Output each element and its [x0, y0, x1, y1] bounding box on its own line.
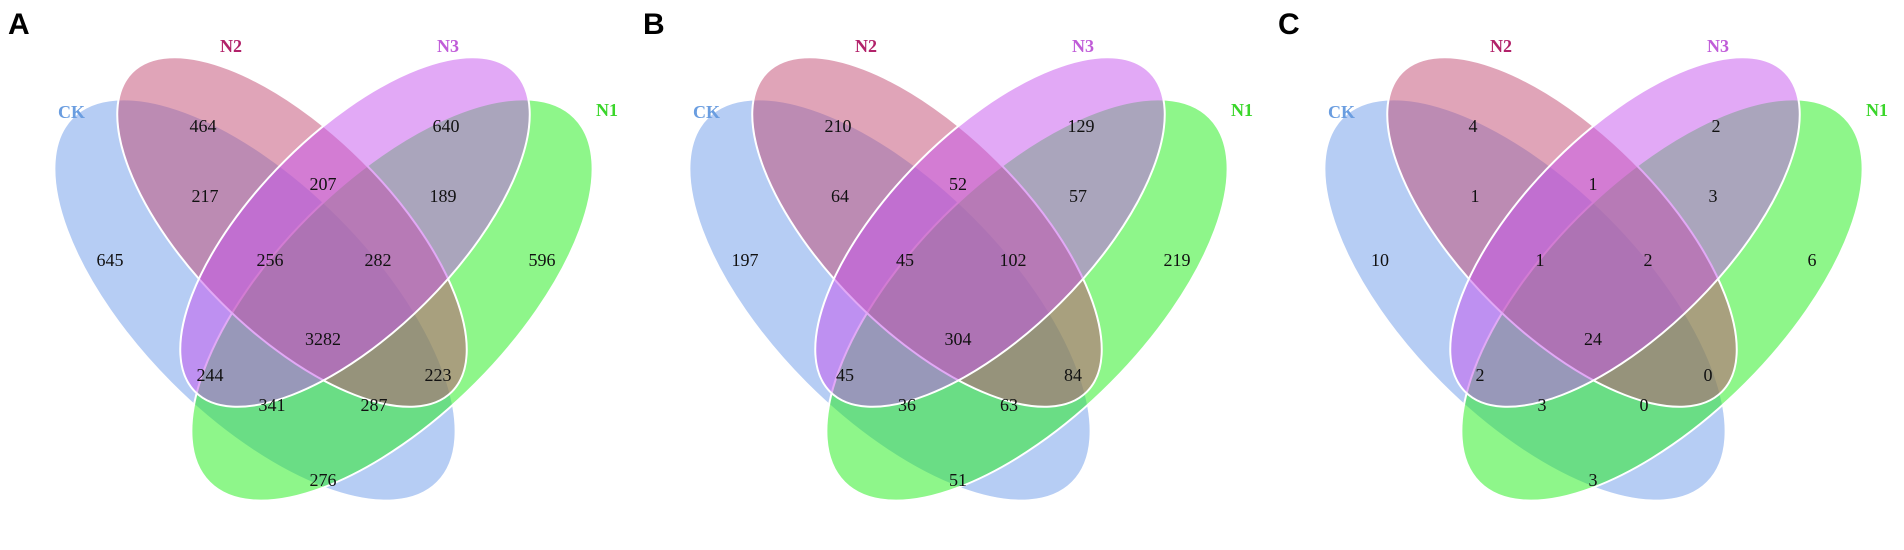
region-n2-n1: 0	[1704, 365, 1713, 385]
set-label-ck: CK	[58, 102, 85, 122]
region-ck-only: 10	[1371, 250, 1389, 270]
region-ck-n3-n1: 3	[1538, 395, 1547, 415]
region-ck-n3: 45	[836, 365, 854, 385]
venn-panel-b: CK N2 N3 N1 197 210 129 219 64 52 57 45 …	[635, 0, 1269, 550]
region-ck-n2-n3: 1	[1536, 250, 1545, 270]
set-label-n3: N3	[1072, 36, 1094, 56]
region-n2-n1: 84	[1064, 365, 1082, 385]
ellipse-n3	[179, 56, 531, 408]
region-ck-only: 645	[97, 250, 124, 270]
region-n1-only: 596	[529, 250, 556, 270]
region-n1-only: 6	[1808, 250, 1817, 270]
region-n2-only: 4	[1469, 116, 1478, 136]
region-all-four: 3282	[305, 329, 341, 349]
region-ck-n2-n3: 45	[896, 250, 914, 270]
region-n3-only: 129	[1068, 116, 1095, 136]
region-ck-n2: 64	[831, 186, 849, 206]
region-ck-n3-n1: 341	[259, 395, 286, 415]
region-ck-n2-n1: 63	[1000, 395, 1018, 415]
set-label-n1: N1	[1866, 100, 1888, 120]
region-n2-n1: 223	[425, 365, 452, 385]
region-ck-only: 197	[732, 250, 759, 270]
region-ck-n2-n1: 0	[1640, 395, 1649, 415]
region-ck-n1: 51	[949, 470, 967, 490]
set-label-n1: N1	[1231, 100, 1253, 120]
panel-letter: B	[643, 8, 665, 41]
region-ck-n2-n3: 256	[257, 250, 284, 270]
set-label-n3: N3	[437, 36, 459, 56]
region-ck-n1: 3	[1589, 470, 1598, 490]
ellipse-n3	[814, 56, 1166, 408]
region-n3-n1: 189	[430, 186, 457, 206]
region-n1-only: 219	[1164, 250, 1191, 270]
region-n2-n3: 207	[310, 174, 337, 194]
set-label-n3: N3	[1707, 36, 1729, 56]
region-ck-n2: 217	[192, 186, 219, 206]
region-n3-only: 640	[433, 116, 460, 136]
region-ck-n2: 1	[1471, 186, 1480, 206]
region-n2-n3: 52	[949, 174, 967, 194]
set-label-ck: CK	[1328, 102, 1355, 122]
venn-diagram-a: CK N2 N3 N1 645 464 640 596 217 207 189 …	[53, 36, 618, 502]
venn-panel-a: CK N2 N3 N1 645 464 640 596 217 207 189 …	[0, 0, 634, 550]
set-label-ck: CK	[693, 102, 720, 122]
region-all-four: 24	[1584, 329, 1602, 349]
set-label-n2: N2	[220, 36, 242, 56]
panel-letter: A	[8, 8, 30, 41]
region-ck-n1: 276	[310, 470, 337, 490]
venn-diagram-c: CK N2 N3 N1 10 4 2 6 1 1 3 1 2 24 2 0 3 …	[1323, 36, 1888, 502]
region-n2-only: 210	[825, 116, 852, 136]
venn-panel-c: CK N2 N3 N1 10 4 2 6 1 1 3 1 2 24 2 0 3 …	[1270, 0, 1904, 550]
set-label-n2: N2	[1490, 36, 1512, 56]
set-label-n1: N1	[596, 100, 618, 120]
set-label-n2: N2	[855, 36, 877, 56]
region-n3-n1: 3	[1709, 186, 1718, 206]
region-n3-only: 2	[1712, 116, 1721, 136]
region-ck-n3-n1: 36	[898, 395, 916, 415]
region-n2-n3: 1	[1589, 174, 1598, 194]
region-n3-n1: 57	[1069, 186, 1087, 206]
region-n2-n3-n1: 102	[1000, 250, 1027, 270]
region-n2-only: 464	[190, 116, 217, 136]
region-ck-n2-n1: 287	[361, 395, 388, 415]
venn-diagram-b: CK N2 N3 N1 197 210 129 219 64 52 57 45 …	[688, 36, 1253, 502]
region-ck-n3: 2	[1476, 365, 1485, 385]
region-ck-n3: 244	[197, 365, 224, 385]
region-n2-n3-n1: 282	[365, 250, 392, 270]
region-all-four: 304	[945, 329, 972, 349]
panel-letter: C	[1278, 8, 1300, 41]
region-n2-n3-n1: 2	[1644, 250, 1653, 270]
ellipse-n3	[1449, 56, 1801, 408]
